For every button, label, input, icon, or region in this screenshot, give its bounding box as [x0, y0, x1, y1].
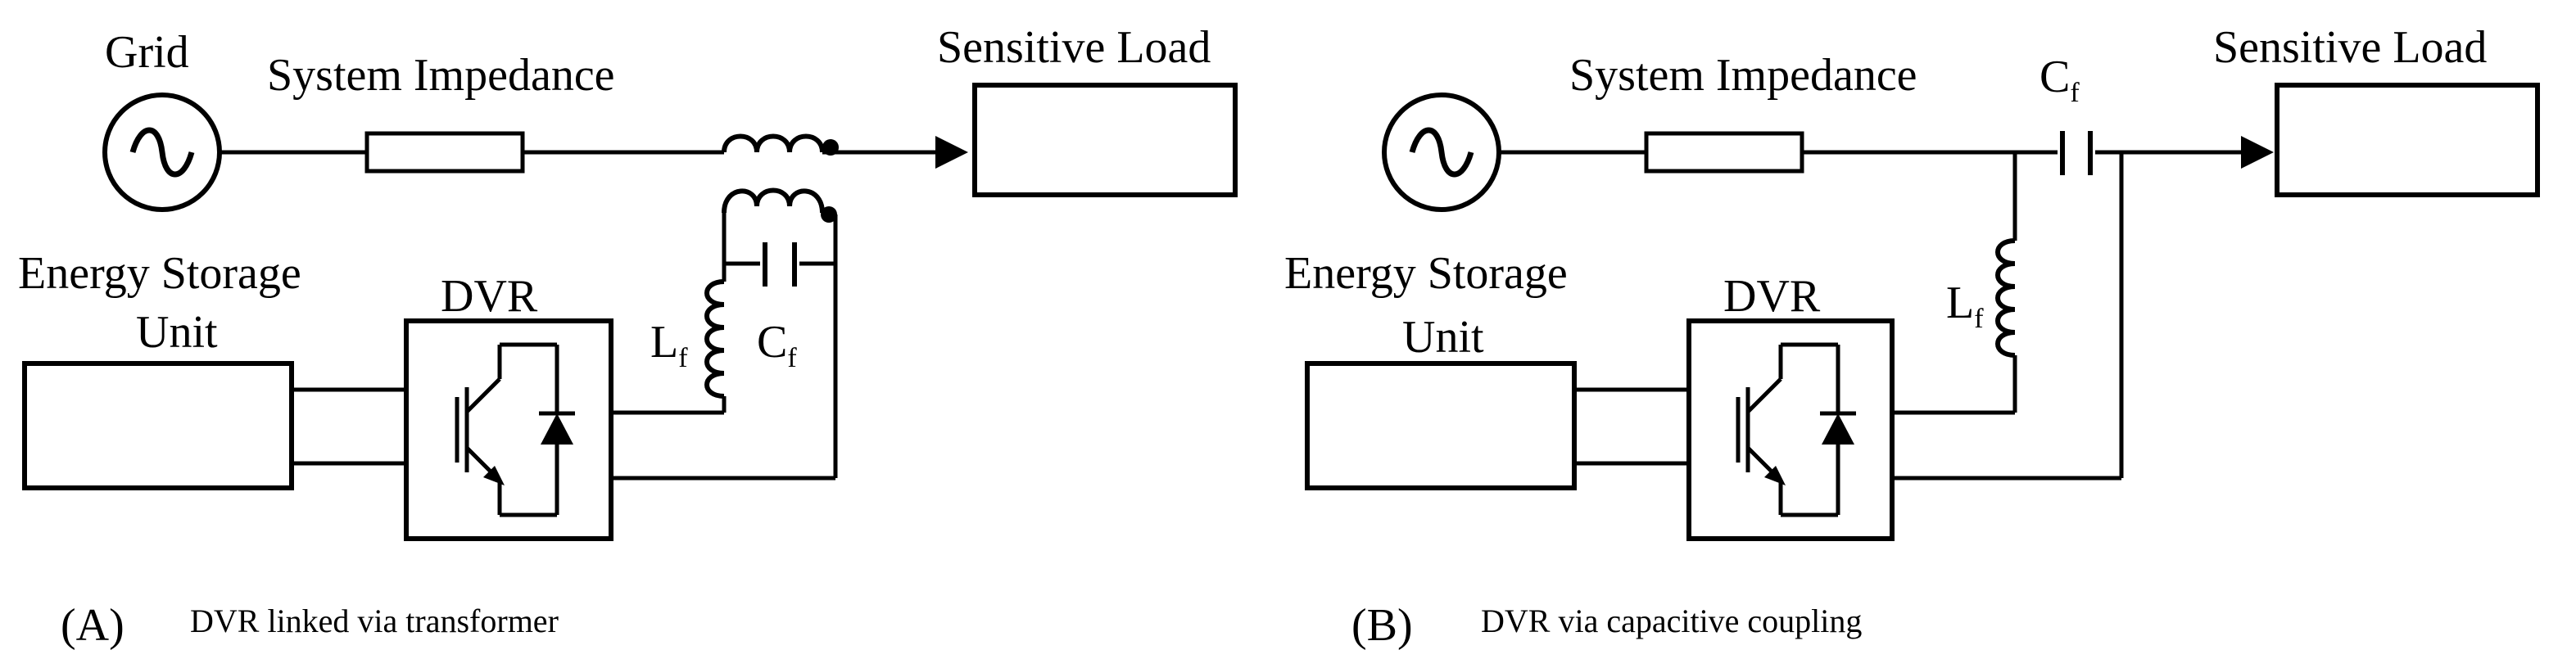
- filter-inductor-coil: [704, 279, 725, 399]
- energy-storage-unit-box: [1305, 361, 1577, 490]
- system-impedance-resistor: [364, 131, 525, 174]
- system-impedance-label: System Impedance: [267, 50, 615, 101]
- sensitive-load-label: Sensitive Load: [937, 22, 1211, 73]
- transformer-primary-coil: [722, 133, 825, 153]
- panel-caption: DVR linked via transformer: [190, 603, 559, 639]
- panel-caption: DVR via capacitive coupling: [1481, 603, 1862, 639]
- capacitor-label: Cf: [2040, 52, 2080, 108]
- capacitor-label: Cf: [757, 317, 797, 373]
- transformer-secondary-coil: [722, 187, 825, 214]
- grid-label: Grid: [105, 27, 189, 78]
- filter-capacitor: [763, 242, 797, 287]
- system-impedance-label: System Impedance: [1569, 50, 1917, 101]
- filter-inductor-coil: [1995, 238, 2016, 358]
- energy-storage-label: Unit: [136, 307, 218, 358]
- dvr-label: DVR: [441, 271, 538, 322]
- ac-source-symbol: [1382, 93, 1501, 212]
- ac-source-symbol: [102, 93, 222, 212]
- sensitive-load-label: Sensitive Load: [2213, 22, 2487, 73]
- sensitive-load-box: [972, 83, 1238, 197]
- sensitive-load-box: [2275, 83, 2540, 197]
- energy-storage-label: Energy Storage: [1284, 248, 1568, 299]
- panel-caption-tag: (A): [61, 600, 124, 651]
- system-impedance-resistor: [1644, 131, 1804, 174]
- dvr-converter-box: [1686, 318, 1895, 541]
- dvr-converter-box: [404, 318, 613, 541]
- inductor-label: Lf: [1946, 278, 1984, 334]
- dvr-label: DVR: [1723, 271, 1821, 322]
- energy-storage-unit-box: [22, 361, 294, 490]
- panel-b: System Impedance Cf Sensitive Load Lf En…: [1284, 22, 2540, 651]
- panel-caption-tag: (B): [1351, 600, 1413, 651]
- transformer-polarity-dot: [821, 206, 837, 223]
- coupling-capacitor: [2060, 131, 2093, 175]
- inductor-label: Lf: [650, 317, 688, 373]
- energy-storage-label: Unit: [1402, 312, 1484, 363]
- panel-a: Grid System Impedance Sensitive Load Cf …: [18, 22, 1238, 651]
- energy-storage-label: Energy Storage: [18, 248, 301, 299]
